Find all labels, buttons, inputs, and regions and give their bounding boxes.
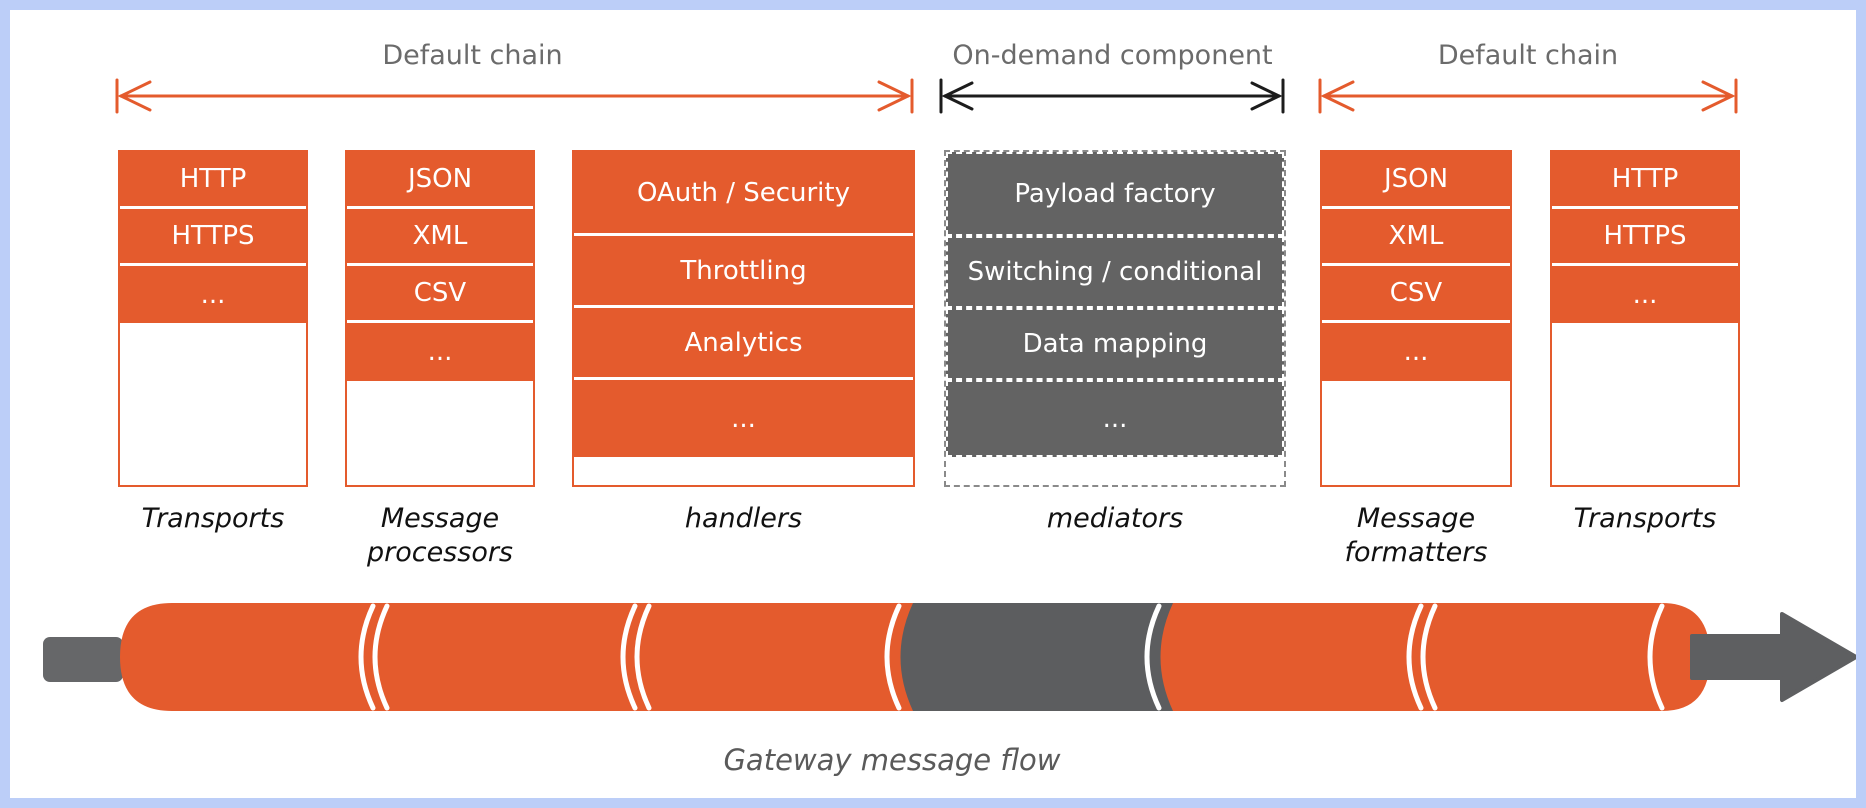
message-formatters-box: JSON XML CSV ... (1320, 150, 1512, 487)
handlers-label: handlers (684, 503, 803, 534)
stack-item: Analytics (574, 308, 913, 380)
stack-item: XML (347, 209, 533, 266)
stack-item: ... (946, 380, 1284, 457)
stack-item: HTTPS (1552, 209, 1738, 266)
on-demand-arrow-icon (939, 78, 1285, 114)
stack-item: CSV (347, 266, 533, 323)
stack-item: ... (1322, 323, 1510, 381)
stack-item: Data mapping (946, 308, 1284, 380)
stack-item: JSON (347, 152, 533, 209)
section-label-default-chain-right: Default chain (1437, 40, 1619, 71)
pipeline-caption: Gateway message flow (723, 743, 1061, 777)
stack-item: Throttling (574, 236, 913, 308)
pipeline-joint-arcs (358, 603, 1665, 711)
stack-item: ... (347, 323, 533, 381)
stack-item: XML (1322, 209, 1510, 266)
pipeline-gray-segment (900, 603, 1173, 711)
stack-item: HTTP (120, 152, 306, 209)
message-processors-label: Message processors (366, 503, 514, 568)
default-chain-left-arrow-icon (115, 78, 914, 114)
pipeline-graphic (43, 603, 1856, 711)
transports-left-label: Transports (141, 503, 285, 534)
mediators-label: mediators (1046, 503, 1184, 534)
stack-item: HTTP (1552, 152, 1738, 209)
default-chain-right-arrow-icon (1318, 78, 1738, 114)
stack-item: OAuth / Security (574, 152, 913, 236)
section-label-default-chain-left: Default chain (382, 40, 563, 71)
stack-item: ... (1552, 266, 1738, 323)
span-arrows-graphic (115, 78, 1738, 114)
stack-item: ... (574, 380, 913, 457)
section-label-on-demand: On-demand component (952, 40, 1273, 71)
stack-item: CSV (1322, 266, 1510, 323)
pipeline-outlet-arrow-icon (1690, 612, 1856, 702)
stack-item: Switching / conditional (946, 236, 1284, 308)
handlers-box: OAuth / Security Throttling Analytics ..… (572, 150, 915, 487)
transports-right-label: Transports (1573, 503, 1717, 534)
stack-item: HTTPS (120, 209, 306, 266)
transports-right-box: HTTP HTTPS ... (1550, 150, 1740, 487)
message-processors-box: JSON XML CSV ... (345, 150, 535, 487)
stack-item: JSON (1322, 152, 1510, 209)
pipeline-inlet-stub (43, 637, 123, 682)
stack-item: ... (120, 266, 306, 323)
message-formatters-label: Message formatters (1344, 503, 1488, 568)
mediators-box: Payload factory Switching / conditional … (944, 150, 1286, 487)
transports-left-box: HTTP HTTPS ... (118, 150, 308, 487)
stack-item: Payload factory (946, 152, 1284, 236)
